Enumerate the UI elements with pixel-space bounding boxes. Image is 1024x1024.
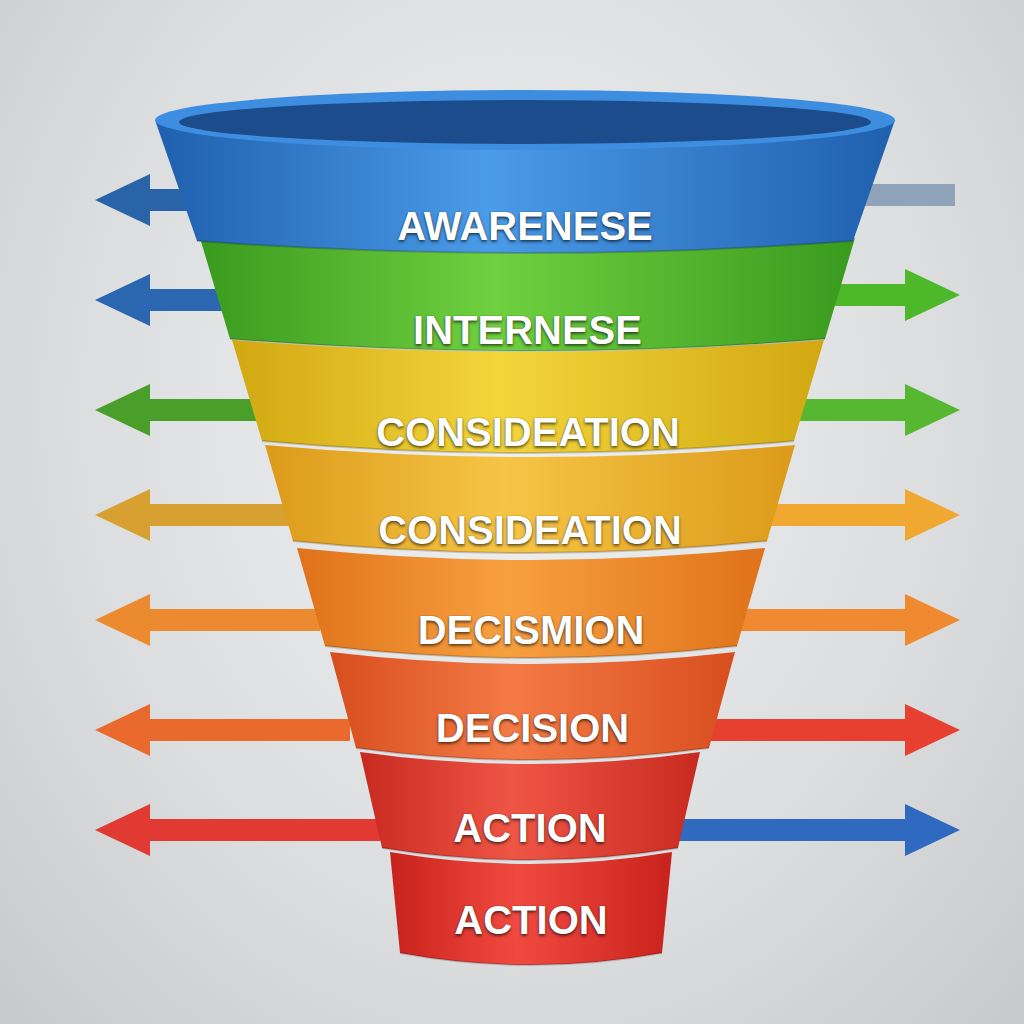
stage-label: DECISMION: [297, 606, 765, 654]
stage-label: CONSIDEATION: [232, 408, 824, 456]
stage-label: INTERNESE: [200, 306, 855, 354]
rim-opening: [179, 100, 871, 144]
stage-label: ACTION: [360, 804, 700, 852]
right-arrow: [640, 804, 960, 856]
stage-label: DECISION: [330, 704, 735, 752]
left-arrow: [95, 594, 320, 646]
left-arrow: [95, 489, 300, 541]
stage-label: AWARENESE: [155, 202, 895, 250]
stage-label: ACTION: [390, 896, 672, 944]
left-arrow: [95, 804, 380, 856]
band-edge: [400, 953, 662, 965]
stage-label: CONSIDEATION: [265, 506, 795, 554]
funnel-band: AWARENESE: [155, 90, 895, 265]
funnel-band: CONSIDEATION: [232, 340, 824, 465]
band-body: [330, 652, 735, 760]
funnel-band: CONSIDEATION: [265, 445, 795, 565]
funnel-band: ACTION: [390, 852, 672, 977]
band-body: [390, 852, 672, 965]
funnel-band: INTERNESE: [200, 238, 855, 363]
band-body: [297, 548, 765, 658]
left-arrow: [95, 704, 350, 756]
band-body: [265, 445, 795, 553]
funnel-band: DECISMION: [297, 548, 765, 670]
funnel-band: DECISION: [330, 652, 735, 772]
band-body: [360, 752, 700, 860]
rim: [155, 90, 895, 150]
funnel-band: ACTION: [360, 752, 700, 872]
